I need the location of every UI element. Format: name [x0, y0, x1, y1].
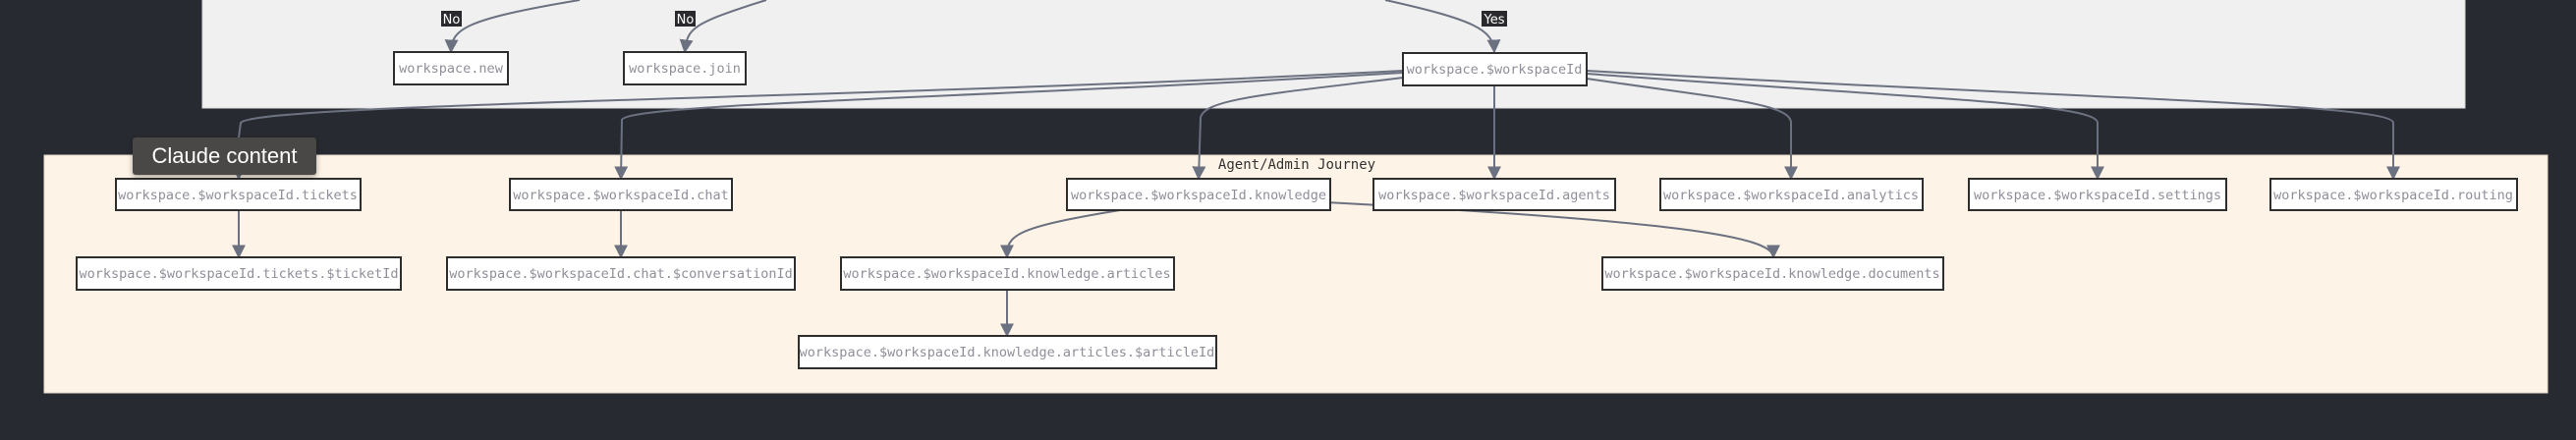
node-label: workspace.$workspaceId.knowledge.article… — [800, 345, 1215, 360]
node-settings[interactable]: workspace.$workspaceId.settings — [1968, 178, 2227, 211]
node-label: workspace.$workspaceId.knowledge.documen… — [1604, 266, 1939, 282]
node-label: workspace.$workspaceId.routing — [2273, 188, 2513, 203]
node-agents[interactable]: workspace.$workspaceId.agents — [1372, 178, 1616, 211]
node-workspace-new[interactable]: workspace.new — [393, 51, 509, 85]
node-routing[interactable]: workspace.$workspaceId.routing — [2269, 178, 2518, 211]
node-label: workspace.new — [399, 61, 504, 77]
edge-label-no-1-bg — [441, 11, 462, 27]
node-ticket-detail[interactable]: workspace.$workspaceId.tickets.$ticketId — [76, 256, 402, 291]
node-tickets[interactable]: workspace.$workspaceId.tickets — [115, 178, 362, 211]
edge-label-no-2-bg — [675, 11, 696, 27]
node-label: workspace.$workspaceId.tickets.$ticketId — [79, 266, 398, 282]
node-label: workspace.$workspaceId.tickets — [118, 188, 358, 203]
edge-to-tickets — [232, 70, 1404, 181]
node-knowledge-articles[interactable]: workspace.$workspaceId.knowledge.article… — [840, 256, 1175, 291]
edge-label-yes-bg — [1482, 11, 1507, 27]
claude-content-tooltip: Claude content — [133, 138, 316, 175]
routing-cluster — [201, 0, 2466, 109]
edge-label-no-1: No — [443, 13, 461, 28]
edge-to-workspace — [1384, 0, 1501, 54]
cluster-title: Agent/Admin Journey — [1218, 157, 1375, 173]
edge-to-join — [679, 0, 767, 54]
node-label: workspace.$workspaceId.settings — [1974, 188, 2221, 203]
node-label: workspace.$workspaceId.agents — [1378, 188, 1610, 203]
node-label: workspace.$workspaceId.analytics — [1663, 188, 1919, 203]
edge-to-routing — [1586, 70, 2400, 181]
edge-to-analytics — [1586, 78, 1798, 181]
node-label: workspace.$workspaceId.chat — [513, 188, 728, 203]
edge-to-chat — [614, 72, 1404, 181]
node-workspace-id[interactable]: workspace.$workspaceId — [1402, 52, 1588, 86]
edge-to-articles — [1000, 209, 1121, 259]
edge-to-knowledge — [1192, 77, 1404, 181]
node-label: workspace.$workspaceId.knowledge.article… — [843, 266, 1170, 282]
edge-label-no-2: No — [677, 13, 695, 28]
node-article-detail[interactable]: workspace.$workspaceId.knowledge.article… — [798, 335, 1217, 369]
edge-to-settings — [1586, 73, 2104, 181]
node-label: workspace.$workspaceId.knowledge — [1071, 188, 1326, 203]
node-conversation[interactable]: workspace.$workspaceId.chat.$conversatio… — [446, 256, 796, 291]
node-analytics[interactable]: workspace.$workspaceId.analytics — [1659, 178, 1924, 211]
node-label: workspace.$workspaceId.chat.$conversatio… — [449, 266, 793, 282]
node-workspace-join[interactable]: workspace.join — [623, 51, 747, 85]
node-label: workspace.join — [629, 61, 741, 77]
node-chat[interactable]: workspace.$workspaceId.chat — [509, 178, 733, 211]
node-knowledge-documents[interactable]: workspace.$workspaceId.knowledge.documen… — [1601, 256, 1944, 291]
node-knowledge[interactable]: workspace.$workspaceId.knowledge — [1066, 178, 1331, 211]
edge-to-new — [444, 0, 581, 54]
edge-label-yes: Yes — [1484, 13, 1505, 28]
node-label: workspace.$workspaceId — [1407, 62, 1583, 78]
